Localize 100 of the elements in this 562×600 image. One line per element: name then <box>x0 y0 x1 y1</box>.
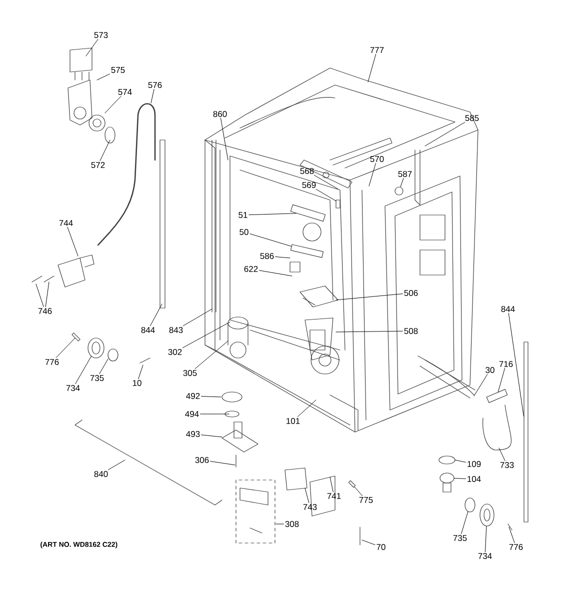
screw <box>348 480 356 488</box>
callout-number: 104 <box>468 476 481 482</box>
callout-number: 302 <box>168 349 182 355</box>
clip <box>486 389 508 403</box>
leader-line <box>150 88 154 104</box>
leader-line <box>100 140 110 162</box>
callout-number: 840 <box>94 471 108 477</box>
leader-line <box>182 308 212 326</box>
callout-number: 735 <box>90 375 104 381</box>
leader-line <box>150 304 162 326</box>
leader-line <box>354 486 363 496</box>
callout-number: 10 <box>132 380 142 386</box>
leader-line <box>498 368 506 392</box>
callout-number: 506 <box>404 290 418 296</box>
callout-number: 51 <box>238 212 248 218</box>
bracket <box>290 204 326 222</box>
nut <box>440 472 454 484</box>
seal-ring <box>480 504 494 526</box>
leader-line <box>461 511 468 534</box>
callout-number: 574 <box>118 89 132 95</box>
leader-line <box>424 122 466 146</box>
callout-number: 716 <box>499 361 513 367</box>
callout-number: 744 <box>59 220 73 226</box>
leader-line <box>368 162 376 186</box>
callout-number: 573 <box>94 32 108 38</box>
callout-number: 587 <box>398 171 412 177</box>
callout-number: 494 <box>185 411 199 417</box>
leader-line <box>138 364 144 380</box>
leader-line <box>96 74 110 80</box>
callout-number: 101 <box>286 418 300 424</box>
screw <box>72 332 80 342</box>
callout-number: 575 <box>111 67 125 73</box>
callout-number: 777 <box>370 47 384 53</box>
callout-number: 776 <box>509 544 523 550</box>
leader-line <box>182 322 230 348</box>
callout-number: 305 <box>183 370 197 376</box>
leader-line <box>248 213 296 216</box>
callout-number: 493 <box>186 431 200 437</box>
leader-line <box>108 460 126 470</box>
leader-line <box>400 178 404 188</box>
grommet <box>394 186 404 196</box>
callout-number: 70 <box>376 544 386 550</box>
callout-number: 734 <box>478 553 492 559</box>
leader-line <box>484 526 487 552</box>
callout-number: 306 <box>195 457 209 463</box>
leader-line <box>194 340 228 370</box>
callout-number: 576 <box>148 82 162 88</box>
leader-line <box>304 488 310 504</box>
leader-line <box>498 448 506 462</box>
leader-line <box>104 96 122 114</box>
leader-line <box>210 461 236 466</box>
leader-line <box>56 338 76 358</box>
leader-line <box>99 358 108 374</box>
leader-line <box>474 374 488 396</box>
callout-number: 622 <box>244 266 258 272</box>
callout-number: 860 <box>213 111 227 117</box>
leader-line <box>508 526 515 544</box>
leader-line <box>314 174 338 190</box>
callout-number: 50 <box>240 229 248 235</box>
callout-number: 308 <box>285 521 299 527</box>
leader-line <box>67 226 78 256</box>
callout-number: 743 <box>303 504 317 510</box>
leader-line <box>275 256 290 258</box>
callout-number: 569 <box>302 182 316 188</box>
leader-line <box>336 294 403 300</box>
leader-line <box>336 330 403 332</box>
leader-line <box>75 356 92 384</box>
callout-number: 586 <box>260 253 274 259</box>
leader-line <box>45 282 50 308</box>
callout-number: 746 <box>38 308 52 314</box>
seal-ring <box>88 338 104 358</box>
leader-line <box>201 434 222 438</box>
seal-ring <box>464 498 476 512</box>
callout-number: 741 <box>327 493 341 499</box>
leader-line <box>454 478 466 479</box>
leader-line <box>330 476 334 492</box>
callout-number: 735 <box>453 535 467 541</box>
callout-number: 570 <box>370 156 384 162</box>
callout-number: 843 <box>169 327 183 333</box>
leader-line <box>316 188 336 202</box>
callout-number: 30 <box>486 367 494 373</box>
callout-number: 109 <box>468 461 481 467</box>
gasket-strip <box>524 342 528 522</box>
leader-line <box>454 460 466 462</box>
callout-number: 733 <box>500 462 514 468</box>
callout-number: 585 <box>465 115 479 121</box>
leader-line <box>259 270 292 276</box>
leader-line <box>362 540 376 546</box>
callout-number: 568 <box>300 168 314 174</box>
callout-number: 844 <box>501 306 515 312</box>
callout-number: 492 <box>186 393 200 399</box>
callout-number: 776 <box>45 359 59 365</box>
leader-line <box>250 234 292 247</box>
leader-line <box>297 400 316 418</box>
leader-line <box>36 284 44 308</box>
leader-line <box>508 312 524 417</box>
leader-line <box>368 54 376 82</box>
callout-number: 572 <box>91 162 105 168</box>
leader-line <box>220 118 228 160</box>
bracket <box>290 244 324 258</box>
